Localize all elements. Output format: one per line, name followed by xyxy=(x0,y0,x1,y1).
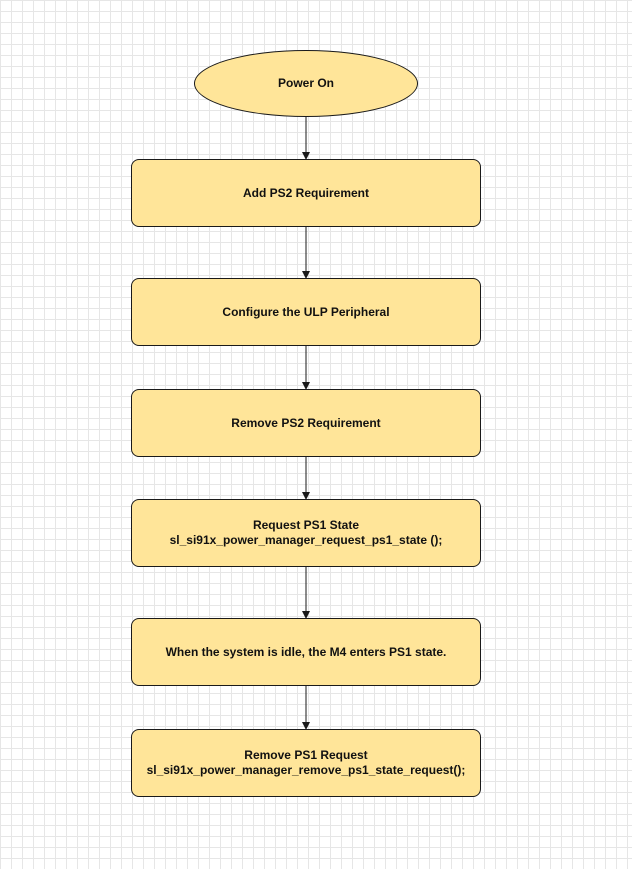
step-request-ps1-state: Request PS1 State sl_si91x_power_manager… xyxy=(131,499,481,567)
step-configure-ulp-peripheral: Configure the ULP Peripheral xyxy=(131,278,481,346)
step-label: Request PS1 State xyxy=(252,518,360,532)
step-label: Add PS2 Requirement xyxy=(242,185,370,200)
step-label: When the system is idle, the M4 enters P… xyxy=(165,644,447,659)
start-node-power-on: Power On xyxy=(194,50,418,117)
step-function-call: sl_si91x_power_manager_request_ps1_state… xyxy=(169,533,443,547)
step-label: Remove PS2 Requirement xyxy=(231,415,381,430)
step-function-call: sl_si91x_power_manager_remove_ps1_state_… xyxy=(146,763,466,777)
step-m4-enters-ps1: When the system is idle, the M4 enters P… xyxy=(131,618,481,686)
step-remove-ps2-requirement: Remove PS2 Requirement xyxy=(131,389,481,457)
start-node-label: Power On xyxy=(277,76,334,90)
step-label: Remove PS1 Request xyxy=(244,748,368,762)
step-add-ps2-requirement: Add PS2 Requirement xyxy=(131,159,481,227)
step-remove-ps1-request: Remove PS1 Request sl_si91x_power_manage… xyxy=(131,729,481,797)
step-label: Configure the ULP Peripheral xyxy=(222,304,390,319)
